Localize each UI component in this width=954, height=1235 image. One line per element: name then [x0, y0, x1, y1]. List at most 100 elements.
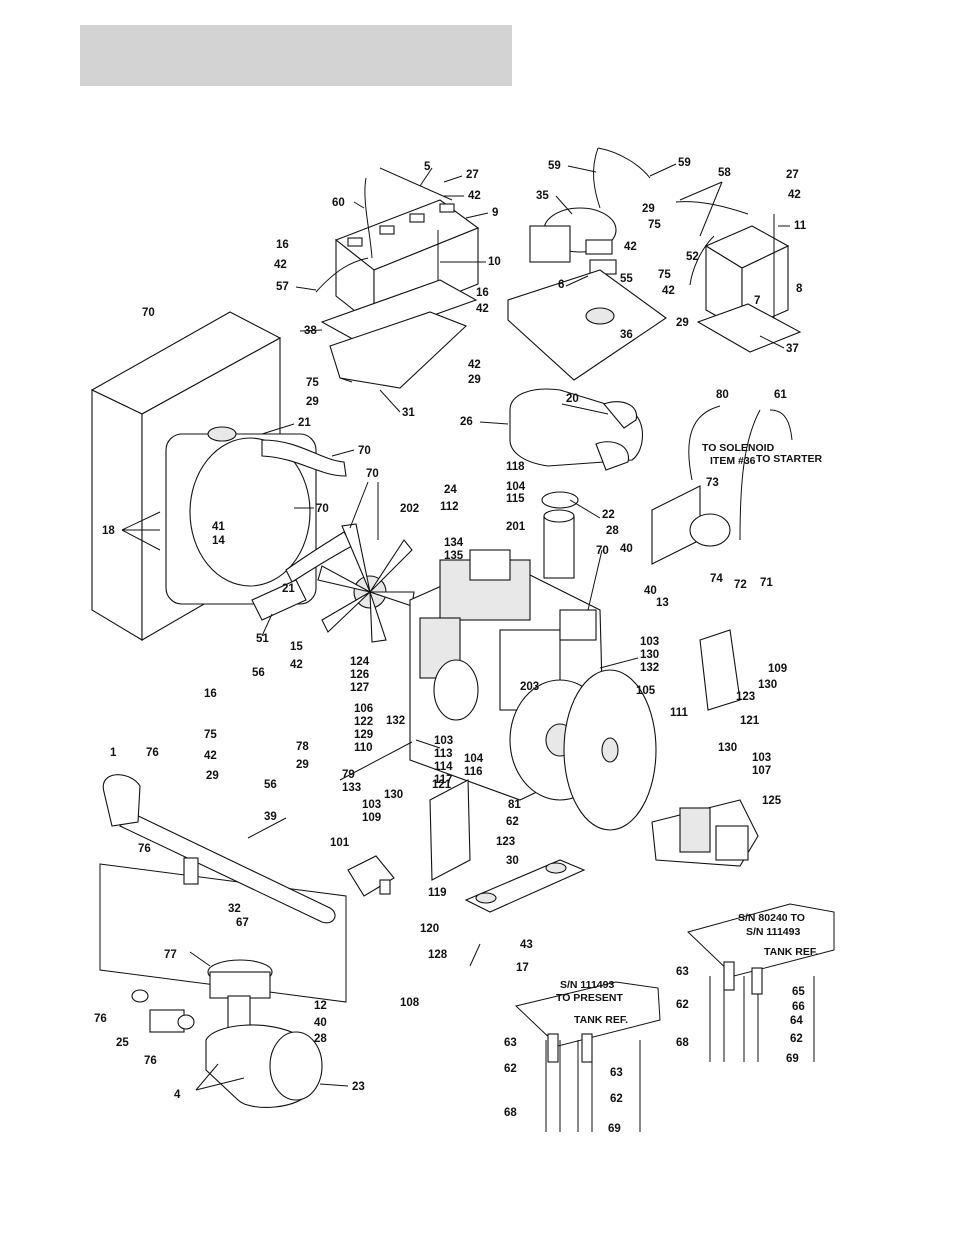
callout: 132: [640, 662, 659, 674]
callout: 13: [656, 597, 669, 609]
callout: 123: [736, 691, 755, 703]
callout: 203: [520, 681, 539, 693]
callout: 59: [678, 157, 691, 169]
callout: 70: [316, 503, 329, 515]
fuel-line-panel-left: [514, 981, 661, 1132]
callout: 21: [282, 583, 295, 595]
callout: 104: [506, 481, 526, 493]
callout: 69: [608, 1123, 621, 1135]
callout: 103: [640, 636, 659, 648]
callout: 16: [476, 287, 489, 299]
callout: 68: [504, 1107, 517, 1119]
callout: 113: [434, 748, 453, 760]
callout: 25: [116, 1037, 129, 1049]
callout: 40: [620, 543, 633, 555]
callout: 67: [236, 917, 249, 929]
note-sn-right-line3: TANK REF.: [764, 946, 818, 958]
callout: 42: [662, 285, 675, 297]
callout: 133: [342, 782, 361, 794]
callout: 1: [110, 747, 117, 759]
callout: 62: [504, 1063, 517, 1075]
callout: 75: [648, 219, 661, 231]
callout: 42: [788, 189, 801, 201]
callout: 21: [298, 417, 311, 429]
callout: 72: [734, 579, 747, 591]
callout: 29: [306, 396, 319, 408]
callout: 9: [492, 207, 498, 219]
callout: 42: [468, 190, 481, 202]
note-starter: TO STARTER: [756, 453, 823, 465]
callout: 112: [440, 501, 459, 513]
callout: 121: [432, 779, 452, 791]
callout: 22: [602, 509, 615, 521]
callout: 28: [606, 525, 619, 537]
fan-assembly: [317, 523, 415, 643]
muffler-assembly: [509, 388, 644, 579]
callout: 7: [754, 295, 760, 307]
callout: 27: [786, 169, 799, 181]
callout: 70: [358, 445, 371, 457]
callout: 37: [786, 343, 799, 355]
callout: 109: [768, 663, 787, 675]
callout: 130: [758, 679, 777, 691]
callout: 135: [444, 550, 464, 562]
callout: 29: [296, 759, 309, 771]
callout: 17: [516, 962, 529, 974]
fuel-line-panel-right: [687, 903, 835, 1062]
callout: 120: [420, 923, 439, 935]
note-sn-left-line3: TANK REF.: [574, 1014, 628, 1026]
callout: 68: [676, 1037, 689, 1049]
callout: 36: [620, 329, 633, 341]
ignition-coil: [347, 855, 395, 897]
callout: 134: [444, 537, 464, 549]
callout: 60: [332, 197, 345, 209]
engine-mount: [429, 629, 741, 913]
callout: 35: [536, 190, 549, 202]
callout: 108: [400, 997, 420, 1009]
callout: 104: [464, 753, 484, 765]
callout: 71: [760, 577, 773, 589]
callout: 40: [314, 1017, 327, 1029]
callout: 52: [686, 251, 699, 263]
callout: 127: [350, 682, 369, 694]
callout: 114: [434, 761, 453, 773]
callout: 69: [786, 1053, 799, 1065]
callout: 103: [752, 752, 771, 764]
callout: 62: [790, 1033, 803, 1045]
callout: 4: [174, 1089, 181, 1101]
callout: 29: [676, 317, 689, 329]
callout: 42: [624, 241, 637, 253]
callout: 32: [228, 903, 241, 915]
callout: 62: [676, 999, 689, 1011]
callout: 29: [642, 203, 655, 215]
callout: 107: [752, 765, 771, 777]
callout: 64: [790, 1015, 803, 1027]
leader-lines: [121, 163, 790, 1091]
callout: 106: [354, 703, 373, 715]
callout: 70: [596, 545, 609, 557]
callout: 75: [204, 729, 217, 741]
note-solenoid-line1: TO SOLENOID: [702, 442, 775, 454]
callout: 11: [794, 220, 807, 232]
note-solenoid-line2: ITEM #36: [710, 455, 756, 467]
callout: 202: [400, 503, 419, 515]
callout: 121: [740, 715, 760, 727]
callout: 10: [488, 256, 501, 268]
callout: 63: [676, 966, 689, 978]
callout: 130: [640, 649, 659, 661]
callout: 103: [434, 735, 453, 747]
callout: 70: [142, 307, 155, 319]
callout: 70: [366, 468, 379, 480]
callout: 30: [506, 855, 519, 867]
callout: 65: [792, 986, 805, 998]
callout: 123: [496, 836, 515, 848]
callout: 119: [428, 887, 447, 899]
callout: 76: [146, 747, 159, 759]
callout: 56: [264, 779, 277, 791]
callout: 24: [444, 484, 457, 496]
callout: 55: [620, 273, 633, 285]
callout: 39: [264, 811, 277, 823]
callout: 41: [212, 521, 225, 533]
callout: 15: [290, 641, 303, 653]
